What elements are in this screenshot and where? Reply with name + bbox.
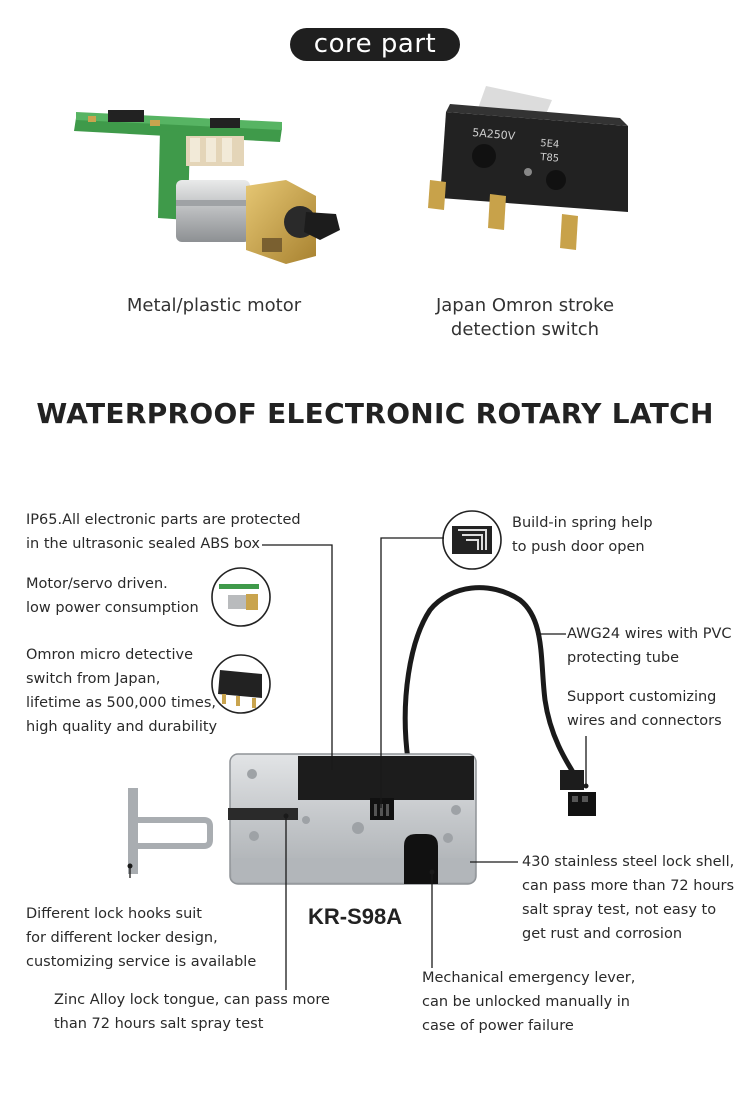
note-hooks: Different lock hooks suit for different … [26, 902, 256, 974]
switch-rating-print: 5A250V [472, 126, 516, 143]
switch-code2-print: T85 [539, 152, 560, 165]
page-title: WATERPROOF ELECTRONIC ROTARY LATCH [36, 397, 714, 430]
note-spring: Build-in spring help to push door open [512, 511, 653, 559]
switch-code1-print: 5E4 [540, 138, 560, 151]
note-omron-line4: high quality and durability [26, 719, 218, 735]
note-steel-line3: salt spray test, not easy to [522, 902, 717, 918]
note-lever-line3: case of power failure [422, 1018, 574, 1034]
callout-hooks-dot [127, 863, 133, 869]
note-awg-line2: protecting tube [567, 650, 680, 666]
note-omron-line1: Omron micro detective [26, 647, 194, 663]
switch-thumbnail [211, 654, 271, 714]
note-omron-line3: lifetime as 500,000 times, [26, 695, 216, 711]
note-steel: 430 stainless steel lock shell, can pass… [522, 850, 734, 946]
note-awg-line1: AWG24 wires with PVC [567, 626, 732, 642]
lock-hook [128, 788, 213, 874]
note-motor-line2: low power consumption [26, 600, 199, 616]
motor-assembly-image [74, 110, 340, 264]
note-motor: Motor/servo driven. low power consumptio… [26, 572, 199, 620]
callout-custom-dot [583, 783, 589, 789]
spring-thumbnail [442, 510, 502, 570]
note-custom-line2: wires and connectors [567, 713, 722, 729]
note-steel-line4: get rust and corrosion [522, 926, 683, 942]
note-motor-line1: Motor/servo driven. [26, 576, 168, 592]
note-steel-line1: 430 stainless steel lock shell, [522, 854, 735, 870]
callout-ip65 [262, 544, 333, 770]
note-ip65: IP65.All electronic parts are protected … [26, 508, 301, 556]
motor-caption: Metal/plastic motor [126, 295, 302, 316]
connector-plug [560, 770, 596, 816]
callout-spring [380, 537, 444, 808]
note-steel-line2: can pass more than 72 hours [522, 878, 735, 894]
omron-switch-image: 5A250V 5E4 T85 [428, 86, 628, 250]
note-zinc-line2: than 72 hours salt spray test [54, 1016, 264, 1032]
callout-lever-dot [429, 869, 435, 875]
callout-lines [129, 537, 587, 990]
latch-body [228, 753, 477, 885]
note-ip65-line2: in the ultrasonic sealed ABS box [26, 536, 260, 552]
note-lever-line2: can be unlocked manually in [422, 994, 630, 1010]
switch-caption-line1: Japan Omron stroke [435, 295, 615, 316]
note-lever: Mechanical emergency lever, can be unloc… [422, 966, 635, 1038]
note-omron: Omron micro detective switch from Japan,… [26, 643, 217, 739]
switch-caption: Japan Omron stroke detection switch [410, 294, 640, 342]
note-lever-line1: Mechanical emergency lever, [422, 970, 636, 986]
note-custom-line1: Support customizing [567, 689, 717, 705]
note-hooks-line3: customizing service is available [26, 954, 257, 970]
model-label: KR-S98A [308, 904, 403, 929]
motor-thumbnail [211, 567, 271, 627]
cable-wire [402, 585, 581, 782]
note-ip65-line1: IP65.All electronic parts are protected [26, 512, 301, 528]
note-custom: Support customizing wires and connectors [567, 685, 722, 733]
note-zinc: Zinc Alloy lock tongue, can pass more th… [54, 988, 330, 1036]
note-spring-line2: to push door open [512, 539, 645, 555]
note-spring-line1: Build-in spring help [512, 515, 653, 531]
note-omron-line2: switch from Japan, [26, 671, 161, 687]
core-part-badge: core part [290, 28, 460, 61]
note-hooks-line1: Different lock hooks suit [26, 906, 202, 922]
note-hooks-line2: for different locker design, [26, 930, 218, 946]
callout-zinc-dot [283, 813, 289, 819]
note-awg: AWG24 wires with PVC protecting tube [567, 622, 732, 670]
note-zinc-line1: Zinc Alloy lock tongue, can pass more [54, 992, 330, 1008]
switch-caption-line2: detection switch [450, 319, 600, 340]
